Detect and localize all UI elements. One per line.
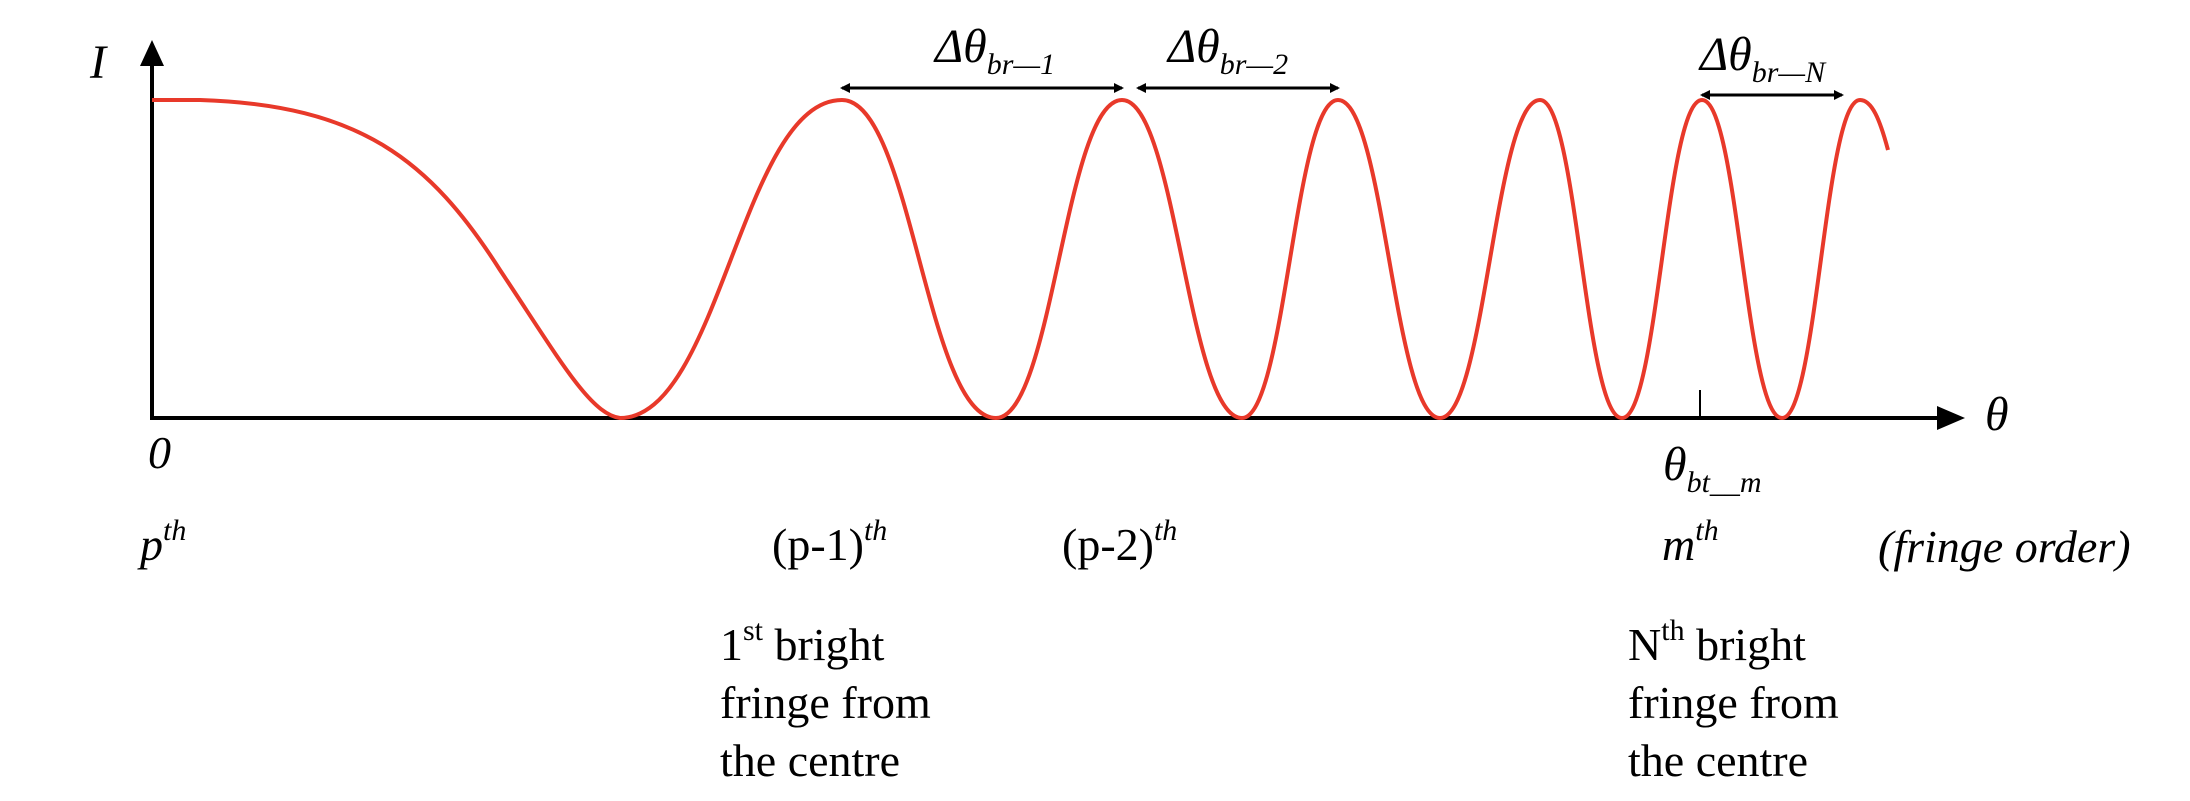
origin-label: 0 <box>148 427 171 478</box>
note-first-line3: the centre <box>720 735 900 786</box>
y-axis-arrowhead <box>140 40 164 66</box>
note-nth-line2: fringe from <box>1628 677 1839 728</box>
x-axis-label: θ <box>1985 388 2009 441</box>
spacing-label-1: Δθbr—1 <box>933 20 1055 81</box>
intensity-curve <box>152 97 1890 421</box>
y-axis-label: I <box>89 36 108 89</box>
spacing-label-2: Δθbr—2 <box>1166 20 1288 81</box>
note-nth-line3: the centre <box>1628 735 1808 786</box>
fringe-order-label: (fringe order) <box>1878 521 2131 572</box>
order-label-p-2: (p-2)th <box>1062 514 1177 570</box>
spacing-label-n: Δθbr—N <box>1698 28 1827 89</box>
note-first-line2: fringe from <box>720 677 931 728</box>
note-nth-line1: Nth bright <box>1628 614 1806 670</box>
theta-bt-m-label: θbt__m <box>1663 438 1762 499</box>
order-label-p-1: (p-1)th <box>772 514 887 570</box>
x-axis-arrowhead <box>1937 406 1965 430</box>
order-label-p: pth <box>137 514 186 570</box>
note-first-line1: 1st bright <box>720 614 885 670</box>
order-label-m: mth <box>1662 514 1719 570</box>
